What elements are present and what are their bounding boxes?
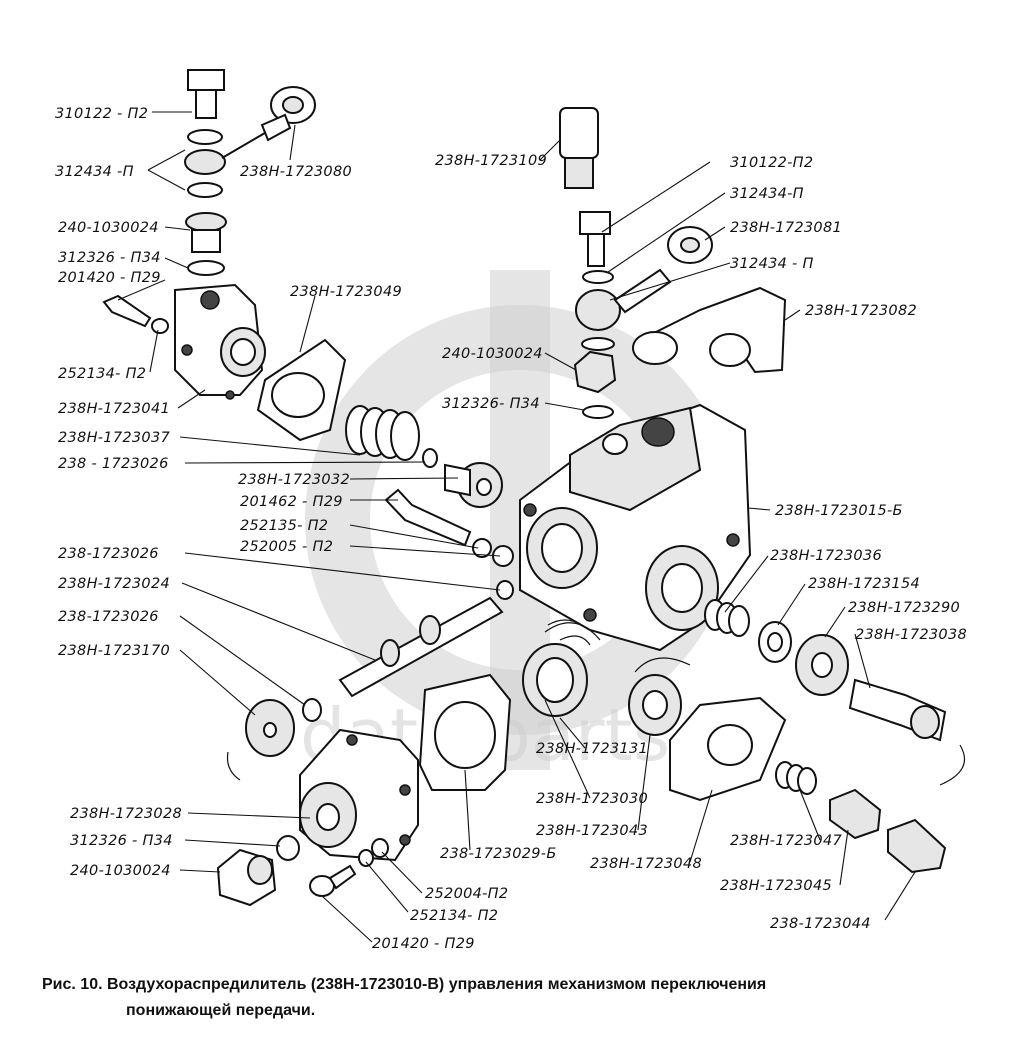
label-312434-p-left: 312434 -П <box>55 164 134 180</box>
label-238-1723026-a: 238 - 1723026 <box>58 456 169 472</box>
label-312434-p-right-a: 312434-П <box>730 186 804 202</box>
label-238n-1723131: 238Н-1723131 <box>536 741 648 757</box>
label-312326-p34-top: 312326 - П34 <box>58 250 161 266</box>
washer-lower <box>276 835 300 861</box>
spring-right <box>704 599 750 637</box>
label-238n-1723049: 238Н-1723049 <box>290 284 402 300</box>
rotation-arrow-a <box>544 622 601 641</box>
label-238n-1723290: 238Н-1723290 <box>848 600 960 616</box>
bolt-long <box>384 488 472 547</box>
label-240-1030024-top: 240-1030024 <box>58 220 159 236</box>
label-238n-1723024: 238Н-1723024 <box>58 576 170 592</box>
label-238n-1723043: 238Н-1723043 <box>536 823 648 839</box>
label-238n-1723036: 238Н-1723036 <box>770 548 882 564</box>
label-310122-p2-right: 310122-П2 <box>730 155 813 171</box>
label-240-1030024-bottom: 240-1030024 <box>70 863 171 879</box>
bolt-left <box>102 294 152 328</box>
pipe-loop <box>639 286 787 374</box>
label-238n-1723015-b: 238Н-1723015-Б <box>775 503 903 519</box>
label-238n-1723081: 238Н-1723081 <box>730 220 842 236</box>
label-238n-1723030: 238Н-1723030 <box>536 791 648 807</box>
washer-top-left <box>187 129 223 145</box>
label-201420-p29-top: 201420 - П29 <box>58 270 161 286</box>
label-312326-p34-right: 312326- П34 <box>442 396 540 412</box>
caption-line-1: Рис. 10. Воздухораспредилитель (238Н-172… <box>42 976 767 993</box>
label-238n-1723047: 238Н-1723047 <box>730 833 842 849</box>
label-238n-1723032: 238Н-1723032 <box>238 472 350 488</box>
main-housing <box>519 403 752 652</box>
label-201462-p29: 201462 - П29 <box>240 494 343 510</box>
spring-small <box>775 761 817 795</box>
cap-right <box>559 107 599 159</box>
label-252004-p2: 252004-П2 <box>425 886 508 902</box>
label-238-1723044: 238-1723044 <box>770 916 871 932</box>
parts-group <box>102 69 965 907</box>
pipe-fitting-a <box>632 331 678 365</box>
o-ring-upper <box>422 448 438 468</box>
label-238n-1723037: 238Н-1723037 <box>58 430 170 446</box>
label-238n-1723170: 238Н-1723170 <box>58 643 170 659</box>
label-252135-p2: 252135- П2 <box>240 518 328 534</box>
label-312434-p-right-b: 312434 - П <box>730 256 814 272</box>
label-238n-1723028: 238Н-1723028 <box>70 806 182 822</box>
label-240-1030024-right: 240-1030024 <box>442 346 543 362</box>
label-310122-p2-left: 310122 - П2 <box>55 106 148 122</box>
rotation-arrow-c <box>939 744 965 786</box>
banjo-bolt-head-left <box>187 69 225 91</box>
label-201420-p29-bottom: 201420 - П29 <box>372 936 475 952</box>
spring-upper <box>345 405 420 461</box>
label-238n-1723041: 238Н-1723041 <box>58 401 170 417</box>
plug-valve <box>829 788 882 840</box>
label-238n-1723048: 238Н-1723048 <box>590 856 702 872</box>
label-252134-p2-bottom: 252134- П2 <box>410 908 498 924</box>
label-238n-1723080: 238Н-1723080 <box>240 164 352 180</box>
label-238n-1723109: 238Н-1723109 <box>435 153 547 169</box>
exploded-diagram: data parts <box>55 69 967 952</box>
label-252134-p2-top: 252134- П2 <box>58 366 146 382</box>
label-312326-p34-bottom: 312326 - П34 <box>70 833 173 849</box>
caption-line-2: понижающей передачи. <box>126 1002 316 1019</box>
label-238n-1723082: 238Н-1723082 <box>805 303 917 319</box>
label-238n-1723154: 238Н-1723154 <box>808 576 920 592</box>
pipe-fitting-b <box>709 333 751 367</box>
adapter-right <box>573 350 617 394</box>
end-plug <box>887 818 947 874</box>
leader-lines <box>117 111 916 943</box>
rotation-arrow-b <box>634 657 691 673</box>
label-238n-1723038: 238Н-1723038 <box>855 627 967 643</box>
banjo-fitting-left <box>184 149 226 175</box>
label-238-1723026-b: 238-1723026 <box>58 546 159 562</box>
figure-caption: Рис. 10. Воздухораспредилитель (238Н-172… <box>42 972 1002 1024</box>
part-labels: 310122 - П2 312434 -П 238Н-1723080 240-1… <box>55 106 967 952</box>
label-238-1723026-c: 238-1723026 <box>58 609 159 625</box>
banjo-bolt-head-right <box>579 211 611 235</box>
label-252005-p2: 252005 - П2 <box>240 539 333 555</box>
adapter-left <box>185 212 227 232</box>
o-ring-lower <box>302 698 322 722</box>
label-238-1723029-b: 238-1723029-Б <box>440 846 557 862</box>
label-238n-1723045: 238Н-1723045 <box>720 878 832 894</box>
banjo-fitting-right <box>575 289 621 331</box>
